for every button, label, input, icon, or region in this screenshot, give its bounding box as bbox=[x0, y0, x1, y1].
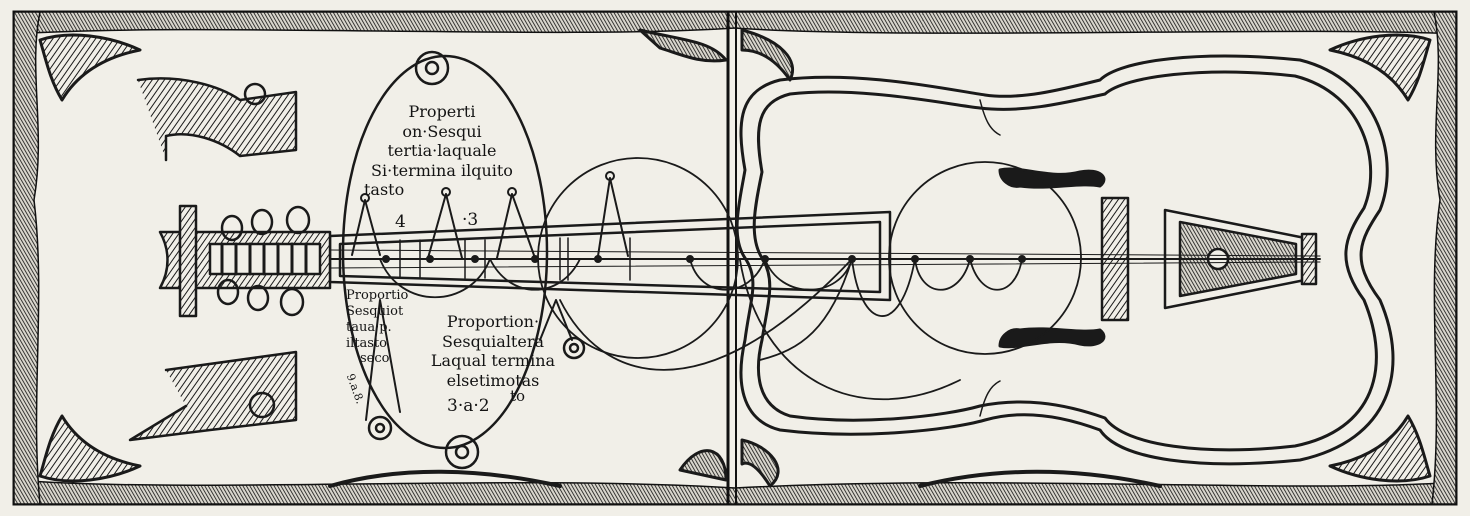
ratio-number: 3·a·2 bbox=[447, 396, 490, 416]
label-line: tertia·laquale bbox=[387, 141, 497, 161]
label-line: tasto bbox=[364, 180, 405, 200]
violin-neck bbox=[328, 210, 1321, 302]
label-sesquiottava: Proportio Sesquiot taua·p. iltasto seco bbox=[346, 288, 426, 367]
label-line: Si·termina ilquito bbox=[371, 160, 513, 180]
label-line: Proportion· bbox=[446, 312, 540, 331]
ratio-number: 4 bbox=[395, 212, 406, 232]
label-line: Sesquialtera bbox=[441, 331, 545, 351]
label-line: elsetimotas bbox=[446, 370, 540, 390]
label-sesquialtera: Proportion· Sesquialtera Laqual termina … bbox=[424, 312, 562, 390]
label-line: Properti bbox=[408, 102, 476, 121]
label-line: seco bbox=[360, 351, 390, 367]
label-line: on·Sesqui bbox=[402, 121, 482, 141]
corner-scroll-ornaments bbox=[38, 28, 1432, 488]
label-suffix: to bbox=[510, 387, 526, 405]
label-line: Laqual termina bbox=[430, 351, 556, 371]
label-line: Proportio bbox=[346, 288, 409, 303]
divider-compasses bbox=[351, 171, 1026, 421]
violin-pegbox bbox=[158, 204, 332, 318]
label-line: iltasto bbox=[346, 335, 388, 351]
ratio-number: ·3 bbox=[462, 210, 479, 230]
label-line: taua·p. bbox=[346, 319, 392, 335]
label-sesquitertia: Properti on·Sesqui tertia·laquale Si·ter… bbox=[352, 102, 532, 200]
proportion-ellipse bbox=[341, 50, 586, 470]
label-line: Sesquiot bbox=[346, 303, 404, 319]
scroll-banner-ornaments bbox=[128, 77, 298, 442]
